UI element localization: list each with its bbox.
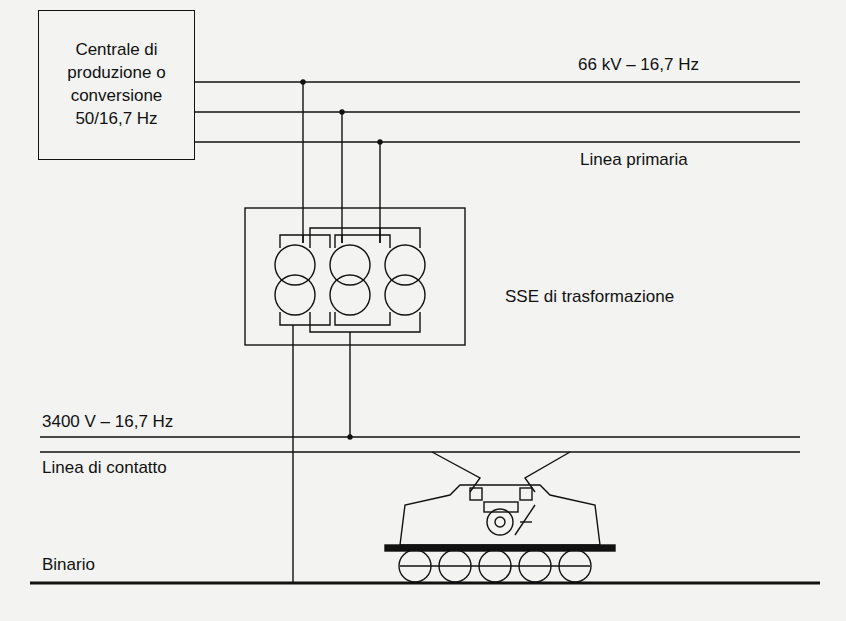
- plant-label: Centrale di produzione o conversione 50/…: [39, 31, 194, 139]
- feeder-drops: [301, 80, 382, 243]
- plant-box: Centrale di produzione o conversione 50/…: [38, 10, 195, 160]
- line-label: Binario: [40, 555, 97, 575]
- line-label: Linea di contatto: [40, 458, 169, 478]
- line-label: SSE di trasformazione: [503, 287, 676, 307]
- line-label: 66 kV – 16,7 Hz: [576, 55, 701, 75]
- primary-line: [195, 82, 800, 142]
- contact-line: [40, 437, 800, 452]
- line-label: Linea primaria: [578, 150, 690, 170]
- transformers: [275, 228, 425, 332]
- rail: [30, 582, 820, 585]
- line-label: 3400 V – 16,7 Hz: [40, 412, 175, 432]
- substation-box: [245, 208, 465, 345]
- locomotive: [385, 452, 615, 582]
- substation-outputs: [293, 325, 352, 583]
